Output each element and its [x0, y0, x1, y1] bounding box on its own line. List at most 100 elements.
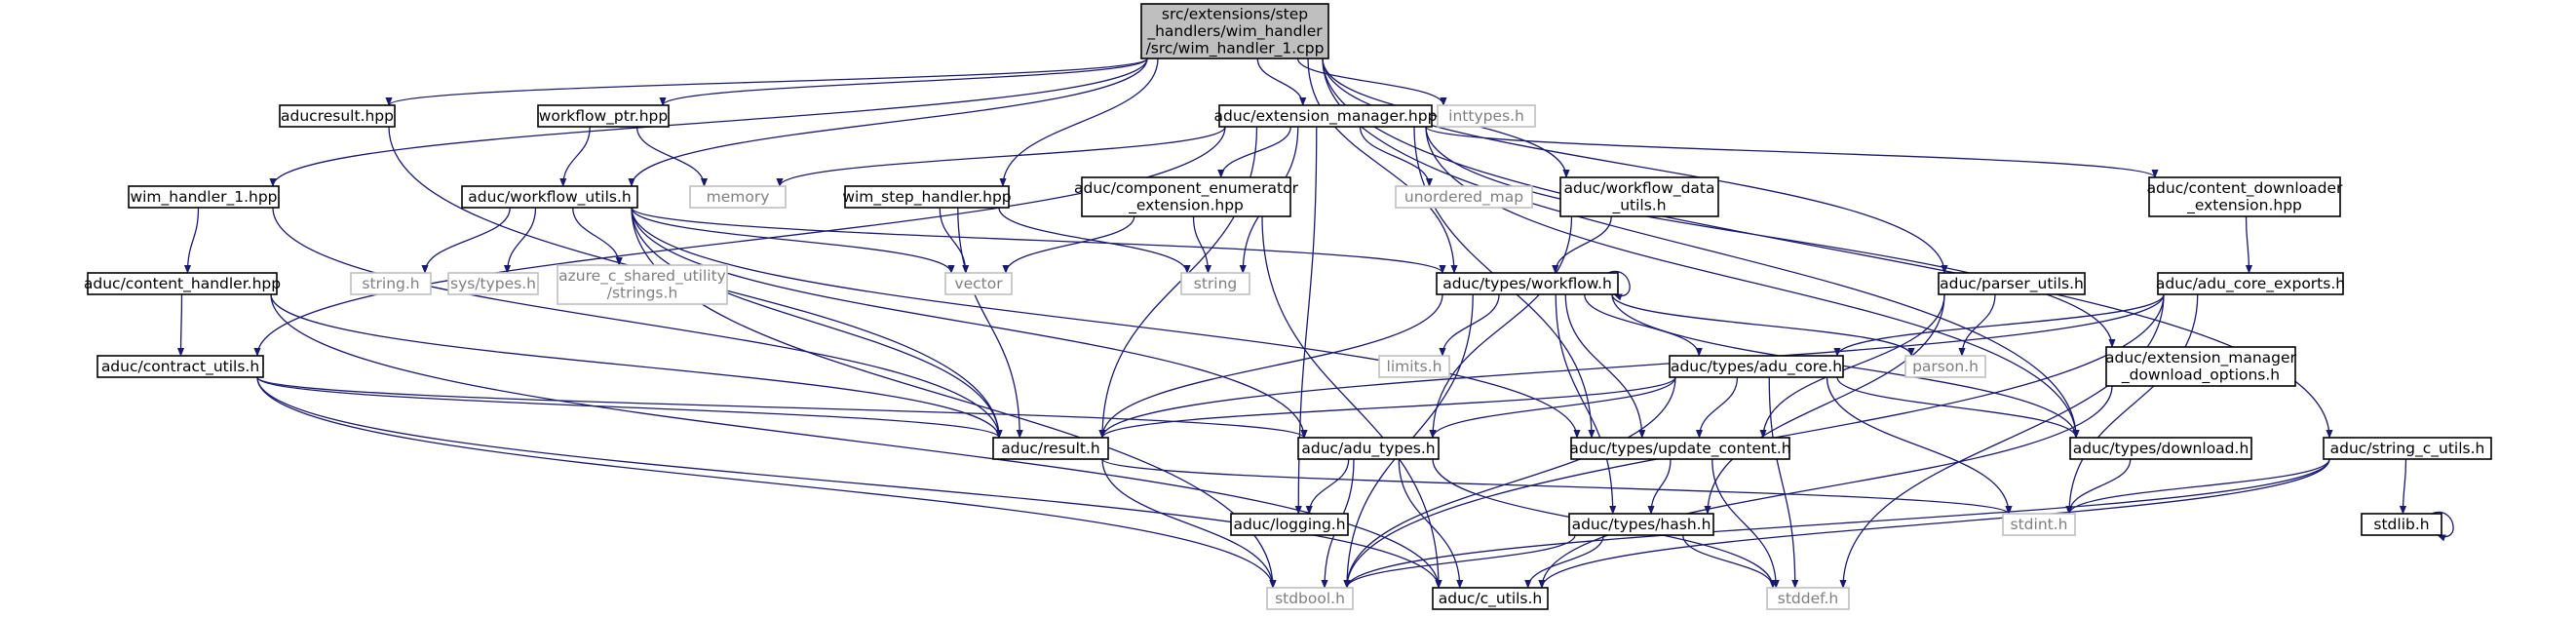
node-label: aducresult.hpp: [281, 107, 394, 125]
node-label: aduc/result.h: [1001, 440, 1100, 457]
node-sys-types-h: sys/types.h: [447, 272, 539, 295]
node-aducresult-hpp[interactable]: aducresult.hpp: [279, 104, 396, 128]
node-label: string.h: [362, 275, 419, 292]
node-adu-core-exports-h[interactable]: aduc/adu_core_exports.h: [2156, 272, 2345, 295]
node-wim-handler-1-hpp[interactable]: wim_handler_1.hpp: [128, 185, 280, 209]
node-box: [1218, 104, 1433, 128]
node-box: [1437, 104, 1536, 128]
node-box: [461, 185, 638, 209]
node-download-h[interactable]: aduc/types/download.h: [2069, 437, 2252, 460]
edge-update_content_h-to-hash_h: [1647, 458, 1672, 515]
node-box: [87, 272, 278, 295]
node-label: unordered_map: [1404, 188, 1523, 207]
node-workflow-data-utils-h[interactable]: aduc/workflow_data_utils.h: [1559, 176, 1719, 217]
edge-string_c_utils_h-to-stdint_h: [2065, 458, 2330, 515]
edge-content_handler_hpp-to-c_utils_h: [270, 293, 1442, 589]
edge-workflow_data_utils_h-to-types_workflow_h: [1552, 215, 1612, 274]
node-label: /src/wim_handler_1.cpp: [1146, 39, 1325, 58]
node-label: workflow_ptr.hpp: [539, 107, 668, 126]
edge-contract_utils_h-to-adu_types_h: [256, 376, 1308, 439]
node-box: [279, 104, 396, 128]
node-label: stdlib.h: [2373, 516, 2429, 533]
node-label: aduc/adu_types.h: [1301, 440, 1435, 458]
node-stdlib-h[interactable]: stdlib.h: [2361, 513, 2442, 536]
node-label: aduc/types/update_content.h: [1569, 440, 1790, 458]
node-label: aduc/parser_utils.h: [1940, 275, 2084, 293]
node-logging-h[interactable]: aduc/logging.h: [1230, 513, 1349, 536]
node-label: parson.h: [1912, 358, 1979, 375]
node-string-h: string.h: [350, 272, 432, 295]
node-wim-step-handler-hpp[interactable]: wim_step_handler.hpp: [842, 185, 1012, 209]
node-box: [2148, 176, 2341, 217]
node-label: stddef.h: [1778, 590, 1838, 607]
node-ext-mgr-download-options-h[interactable]: aduc/extension_manager_download_options.…: [2105, 346, 2297, 387]
node-box: [1140, 3, 1329, 59]
edge-workflow_ptr_hpp-to-workflow_utils_h: [559, 126, 591, 187]
node-box: [2157, 272, 2344, 295]
node-contract-utils-h[interactable]: aduc/contract_utils.h: [96, 355, 264, 378]
edge-types_adu_core_h-to-update_content_h: [1695, 376, 1739, 439]
edge-hash_h-to-stdbool_h: [1343, 534, 1576, 589]
node-result-h[interactable]: aduc/result.h: [992, 437, 1109, 460]
node-types-workflow-h[interactable]: aduc/types/workflow.h: [1436, 272, 1619, 295]
edge-adu_core_exports_h-to-stdint_h: [2065, 293, 2199, 515]
edge-types_adu_core_h-to-stdint_h: [1826, 376, 2013, 515]
edge-wim_step_handler_hpp-to-string: [998, 207, 1191, 274]
edge-result_h-to-stdint_h: [1101, 458, 2013, 515]
edge-parser_utils_h-to-update_content_h: [1759, 293, 1945, 439]
edge-root-to-parser_utils_h: [1322, 58, 1948, 274]
node-label: stdint.h: [2011, 516, 2068, 533]
node-label: aduc/logging.h: [1233, 516, 1345, 533]
node-label: aduc/component_enumerator: [1074, 179, 1299, 198]
node-extension-manager-hpp[interactable]: aduc/extension_manager.hpp: [1214, 104, 1438, 128]
node-box: [1436, 272, 1619, 295]
dependency-edges: [176, 58, 2454, 589]
node-string-c-utils-h[interactable]: aduc/string_c_utils.h: [2323, 437, 2492, 460]
node-label: aduc/string_c_utils.h: [2330, 440, 2485, 458]
edge-workflow_utils_h-to-vector: [631, 207, 955, 274]
node-label: aduc/extension_manager.hpp: [1214, 107, 1438, 126]
node-content-downloader[interactable]: aduc/content_downloader_extension.hpp: [2147, 176, 2343, 217]
file-nodes: src/extensions/step_handlers/wim_handler…: [84, 3, 2492, 610]
edge-workflow_utils_h-to-azure_strings_h: [572, 207, 623, 266]
node-hash-h[interactable]: aduc/types/hash.h: [1568, 513, 1714, 536]
node-label: azure_c_shared_utility: [558, 267, 726, 286]
node-workflow-utils-h[interactable]: aduc/workflow_utils.h: [461, 185, 638, 209]
edge-wim_handler_1_hpp-to-content_handler_hpp: [183, 207, 200, 274]
edge-update_content_h-to-stddef_h: [1711, 458, 1780, 589]
node-box: [689, 185, 787, 209]
node-types-adu-core-h[interactable]: aduc/types/adu_core.h: [1669, 355, 1844, 378]
edge-contract_utils_h-to-result_h: [256, 376, 1003, 439]
node-workflow-ptr-hpp[interactable]: workflow_ptr.hpp: [537, 104, 670, 128]
node-box: [1230, 513, 1349, 536]
node-stdint-h: stdint.h: [2002, 513, 2076, 536]
node-update-content-h[interactable]: aduc/types/update_content.h: [1569, 437, 1791, 460]
edge-root-to-download_h: [1322, 58, 2080, 439]
edge-stdlib_h-to-stdlib_h: [2431, 511, 2454, 542]
edge-workflow_utils_h-to-adu_types_h: [631, 207, 1308, 439]
node-box: [1432, 587, 1549, 610]
node-label: aduc/types/download.h: [2073, 440, 2249, 457]
node-adu-types-h[interactable]: aduc/adu_types.h: [1297, 437, 1440, 460]
node-label: limits.h: [1387, 358, 1442, 375]
node-box: [2361, 513, 2442, 536]
node-content-handler-hpp[interactable]: aduc/content_handler.hpp: [84, 272, 281, 295]
node-parson-h: parson.h: [1904, 355, 1986, 378]
node-box: [1904, 355, 1986, 378]
edge-component_enumerator-to-c_utils_h: [1261, 215, 1442, 589]
node-label: stdbool.h: [1275, 590, 1345, 607]
node-box: [1395, 185, 1533, 209]
node-label: aduc/adu_core_exports.h: [2156, 275, 2345, 293]
edge-hash_h-to-stddef_h: [1682, 534, 1777, 589]
node-box: [537, 104, 670, 128]
node-parser-utils-h[interactable]: aduc/parser_utils.h: [1938, 272, 2086, 295]
edge-root-to-types_workflow_h: [1307, 58, 1458, 274]
node-box: [1378, 355, 1450, 378]
node-c-utils-h[interactable]: aduc/c_utils.h: [1432, 587, 1549, 610]
node-component-enumerator[interactable]: aduc/component_enumerator_extension.hpp: [1074, 176, 1299, 217]
edge-content_downloader-to-adu_core_exports_h: [2245, 215, 2253, 274]
node-box: [447, 272, 539, 295]
edge-result_h-to-stdbool_h: [1101, 458, 1277, 589]
node-root[interactable]: src/extensions/step_handlers/wim_handler…: [1140, 3, 1329, 59]
node-memory: memory: [689, 185, 787, 209]
